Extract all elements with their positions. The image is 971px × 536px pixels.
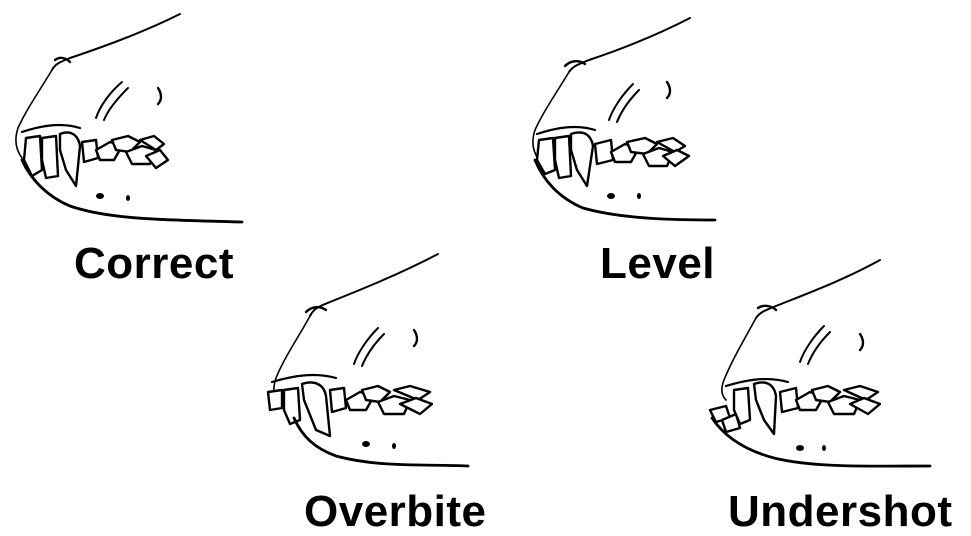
panel-overbite: Overbite: [260, 250, 560, 529]
panel-undershot: Undershot: [704, 250, 971, 529]
jaw-illustration-correct: [0, 0, 300, 240]
caption-correct: Correct: [74, 242, 234, 286]
jaw-illustration-level: [515, 0, 815, 240]
jaw-illustration-overbite: [260, 250, 560, 480]
caption-undershot: Undershot: [728, 490, 953, 534]
caption-level: Level: [600, 242, 715, 286]
panel-correct: Correct: [0, 0, 300, 295]
caption-overbite: Overbite: [304, 490, 487, 534]
jaw-illustration-undershot: [704, 250, 971, 480]
